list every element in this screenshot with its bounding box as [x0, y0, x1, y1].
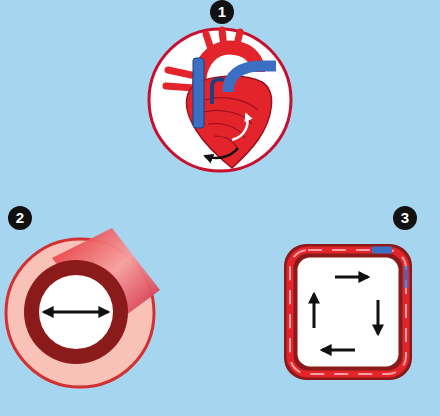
callout-number: 1 [210, 0, 234, 24]
callout-number: 3 [393, 206, 417, 230]
heart-panel [149, 29, 291, 171]
vessel-panel [6, 228, 160, 387]
loop-panel [284, 244, 412, 380]
callout-number: 2 [8, 206, 32, 230]
